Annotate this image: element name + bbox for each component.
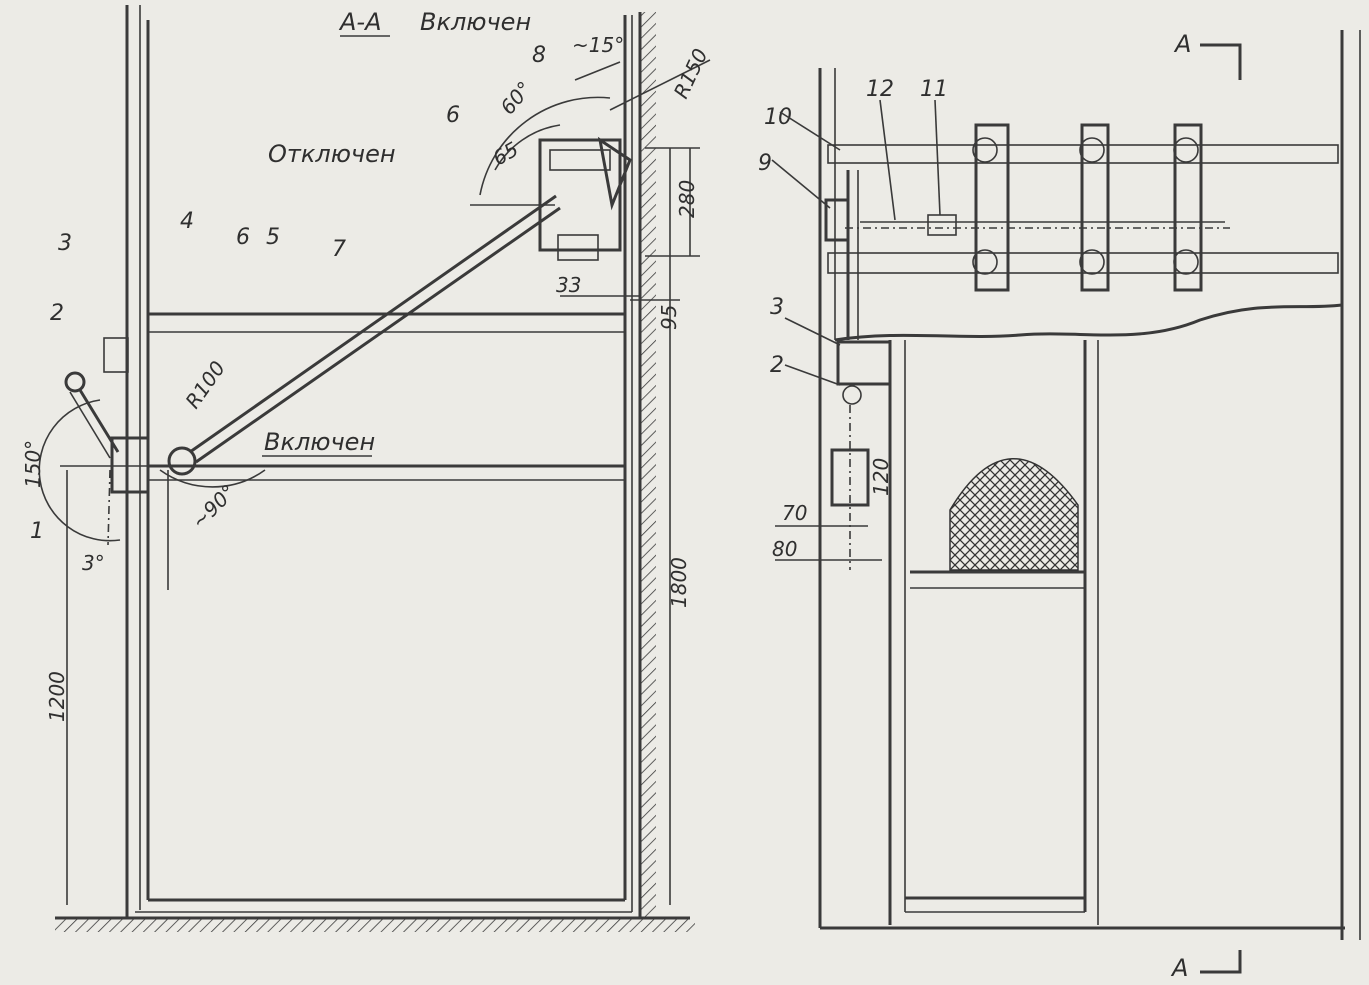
dim-angle-60: 60° (495, 77, 536, 120)
part-6-label: 6 (236, 225, 250, 250)
insulators (972, 123, 1203, 292)
switch-head (470, 61, 632, 261)
part-3-bracket (836, 340, 892, 386)
drive-rod-7 (159, 194, 561, 590)
part-4-label: 4 (180, 209, 194, 234)
part-12-label: 12 (866, 77, 894, 102)
coupling-11 (927, 214, 957, 236)
floor-hatch (55, 918, 695, 932)
part-2-block (830, 448, 870, 507)
part-9-label: 9 (758, 151, 772, 176)
part-6b-label: 6 (446, 103, 460, 128)
section-state: Включен (420, 8, 531, 36)
part-1-label: 1 (30, 519, 44, 544)
part-3r-label: 3 (770, 295, 784, 320)
part-2r-label: 2 (770, 353, 784, 378)
lever-9 (824, 198, 850, 242)
dim-r150: R150 (669, 45, 713, 102)
part-7-label: 7 (332, 237, 346, 262)
dim-angle-90: ~90° (187, 480, 241, 534)
section-marker-top: А (1173, 30, 1191, 58)
part-5-label: 5 (266, 225, 280, 250)
dimension-lines-left (66, 59, 711, 905)
state-on-label: Включен (264, 428, 375, 456)
state-off-label: Отключен (268, 140, 396, 168)
dim-1800: 1800 (667, 557, 691, 608)
wall-hatch (640, 12, 656, 918)
section-marker-bottom: А (1170, 954, 1188, 982)
part-8-label: 8 (532, 43, 546, 68)
part-11-label: 11 (920, 77, 948, 102)
dim-angle-3: 3° (82, 551, 105, 575)
dim-angle-65: 65 (489, 137, 523, 171)
lower-cabinet (888, 340, 1099, 925)
part-3-box (103, 337, 129, 373)
part-2-pivot (842, 385, 862, 405)
handle-mechanism (38, 371, 150, 546)
dim-95: 95 (657, 305, 681, 330)
section-title: А-А (338, 8, 382, 36)
part-2-label: 2 (50, 301, 64, 326)
dim-120: 120 (869, 458, 893, 496)
dim-33: 33 (556, 273, 581, 297)
mesh-window (949, 458, 1079, 571)
dim-1200: 1200 (45, 671, 69, 722)
dim-70: 70 (782, 501, 807, 525)
dim-angle-15: ~15° (572, 33, 624, 57)
dim-280: 280 (675, 180, 699, 218)
dim-80: 80 (772, 537, 797, 561)
dim-r100: R100 (180, 356, 230, 412)
dim-angle-150: 150° (21, 440, 45, 488)
front-view-right: А А 9 10 11 12 3 2 70 80 120 (758, 30, 1361, 982)
section-view-left: А-А Включен Отключен Включен 1 2 3 4 5 6… (21, 5, 713, 932)
break-line (834, 303, 1343, 342)
part-3-label: 3 (58, 231, 72, 256)
